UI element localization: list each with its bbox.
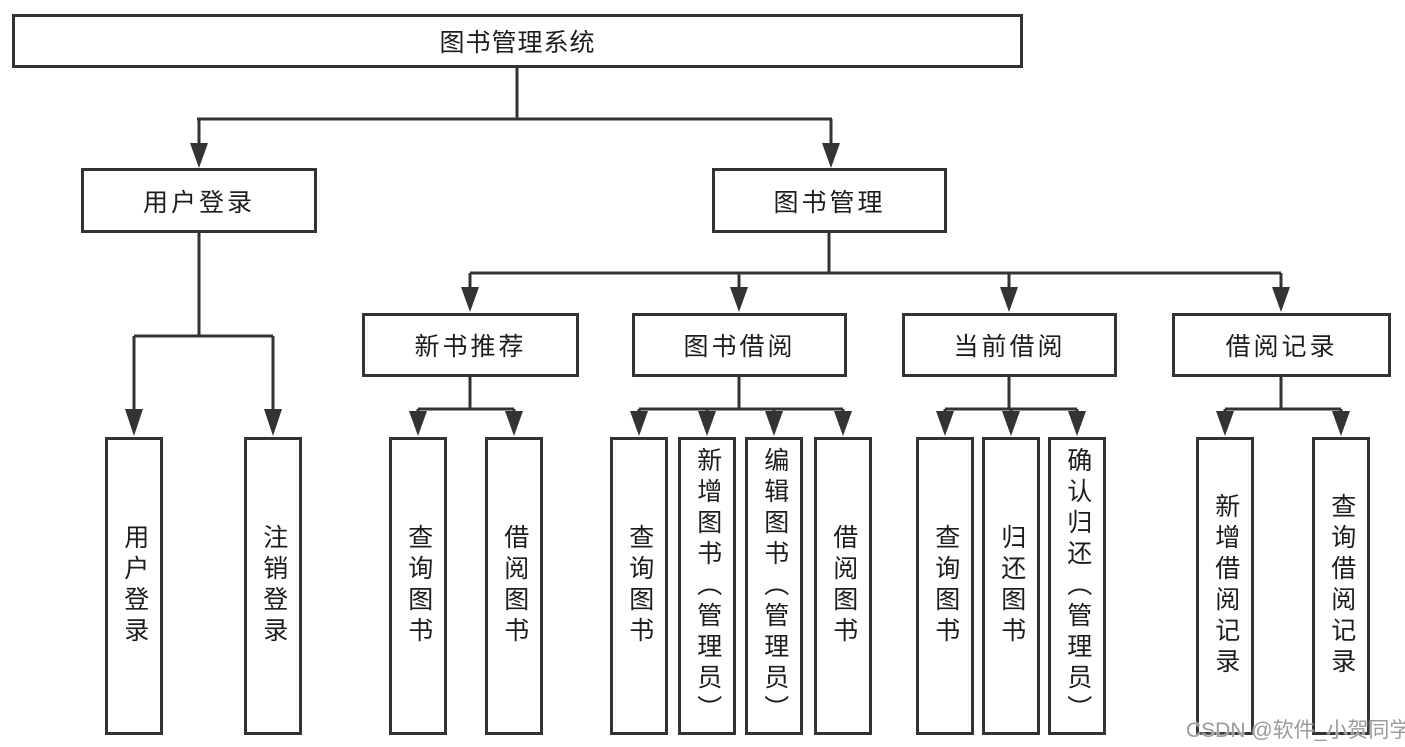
node-root-label: 图书管理系统 — [439, 29, 596, 57]
node-borrowing-records: 借阅记录 — [1172, 313, 1391, 377]
leaf-user-login-label: 用户登录 — [120, 524, 149, 648]
leaf-query-borrow-record-label: 查询借阅记录 — [1327, 493, 1356, 679]
arrowhead-icon — [822, 143, 840, 168]
leaf-logout-login: 注销登录 — [244, 437, 302, 735]
connector-current-borrowing — [936, 376, 1086, 436]
connector-book-borrowing — [630, 376, 852, 436]
leaf-confirm-return-admin-label: 确认归还（管理员） — [1063, 446, 1092, 726]
node-user-login-label: 用户登录 — [142, 188, 255, 217]
arrowhead-icon — [505, 411, 523, 436]
leaf-user-login: 用户登录 — [105, 437, 163, 735]
leaf-borrow-books-borrowing-label: 借阅图书 — [829, 524, 858, 648]
node-book-borrowing: 图书借阅 — [632, 313, 847, 377]
node-user-login: 用户登录 — [81, 168, 317, 233]
csdn-watermark: CSDN @软件_小贺同学 — [1186, 719, 1405, 742]
arrowhead-icon — [125, 409, 143, 436]
connector-book-management — [461, 232, 1290, 312]
arrowhead-icon — [1000, 287, 1018, 312]
leaf-query-books-recommendation-label: 查询图书 — [404, 524, 433, 648]
leaf-return-books-label: 归还图书 — [997, 524, 1026, 648]
node-book-borrowing-label: 图书借阅 — [683, 333, 796, 361]
leaf-query-books-borrowing-label: 查询图书 — [625, 524, 654, 648]
arrowhead-icon — [834, 411, 852, 436]
leaf-query-borrow-record: 查询借阅记录 — [1312, 437, 1370, 735]
arrowhead-icon — [765, 411, 783, 436]
arrowhead-icon — [730, 287, 748, 312]
leaf-confirm-return-admin: 确认归还（管理员） — [1048, 437, 1106, 735]
arrowhead-icon — [1272, 287, 1290, 312]
leaf-logout-login-label: 注销登录 — [259, 524, 288, 648]
arrowhead-icon — [264, 409, 282, 436]
leaf-add-books-admin: 新增图书（管理员） — [678, 437, 736, 735]
connector-new-book-recommendation — [409, 376, 523, 436]
leaf-borrow-books-recommendation-label: 借阅图书 — [500, 524, 529, 648]
leaf-add-borrow-record: 新增借阅记录 — [1196, 437, 1254, 735]
connector-root — [190, 67, 840, 168]
node-new-book-recommendation: 新书推荐 — [362, 313, 579, 377]
node-root: 图书管理系统 — [12, 14, 1023, 68]
leaf-add-borrow-record-label: 新增借阅记录 — [1211, 493, 1240, 679]
arrowhead-icon — [190, 143, 208, 168]
arrowhead-icon — [630, 411, 648, 436]
arrowhead-icon — [698, 411, 716, 436]
arrowhead-icon — [461, 287, 479, 312]
leaf-edit-books-admin-label: 编辑图书（管理员） — [760, 446, 789, 726]
arrowhead-icon — [1216, 411, 1234, 436]
arrowhead-icon — [1068, 411, 1086, 436]
leaf-borrow-books-recommendation: 借阅图书 — [485, 437, 543, 735]
connector-user-login — [125, 232, 282, 436]
arrowhead-icon — [1002, 411, 1020, 436]
leaf-query-books-current-label: 查询图书 — [931, 524, 960, 648]
leaf-return-books: 归还图书 — [982, 437, 1040, 735]
node-borrowing-records-label: 借阅记录 — [1225, 333, 1338, 361]
leaf-borrow-books-borrowing: 借阅图书 — [814, 437, 872, 735]
arrowhead-icon — [1332, 411, 1350, 436]
connector-borrowing-records — [1216, 376, 1350, 436]
leaf-query-books-current: 查询图书 — [916, 437, 974, 735]
leaf-add-books-admin-label: 新增图书（管理员） — [693, 446, 722, 726]
node-book-management: 图书管理 — [712, 168, 947, 233]
arrowhead-icon — [936, 411, 954, 436]
leaf-query-books-recommendation: 查询图书 — [389, 437, 447, 735]
leaf-edit-books-admin: 编辑图书（管理员） — [745, 437, 803, 735]
node-current-borrowing: 当前借阅 — [902, 313, 1117, 377]
arrowhead-icon — [409, 411, 427, 436]
node-current-borrowing-label: 当前借阅 — [953, 333, 1066, 361]
node-new-book-recommendation-label: 新书推荐 — [414, 333, 527, 361]
leaf-query-books-borrowing: 查询图书 — [610, 437, 668, 735]
node-book-management-label: 图书管理 — [773, 188, 886, 217]
